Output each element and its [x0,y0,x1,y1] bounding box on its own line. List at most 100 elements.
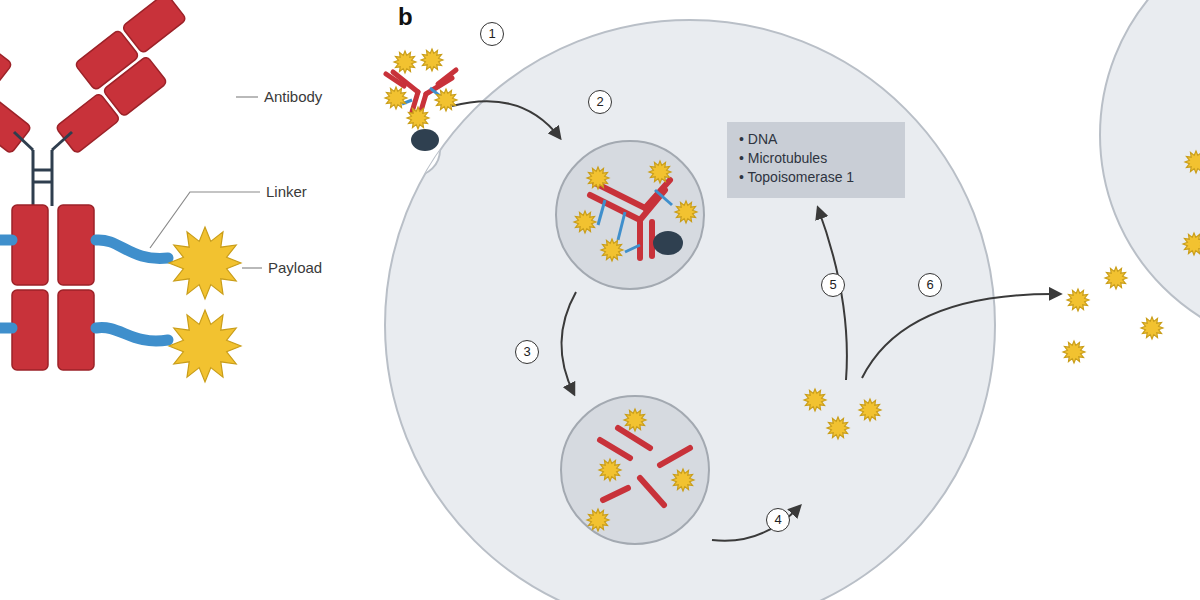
part-label: Antibody [264,88,322,105]
drawing-g [32,0,210,154]
drawing-line [637,220,643,258]
drawing-path [452,101,560,138]
payload-molecule [672,469,694,491]
drawing-line [655,190,672,205]
drawing-path [561,292,576,394]
payload-molecule [1183,233,1200,255]
drawing-line [618,428,650,448]
drawing-rect [0,29,13,90]
endosome [556,141,704,289]
drawing-ellipse [411,129,439,151]
drawing-rect [103,56,168,117]
drawing-line [386,74,404,86]
drawing-g [169,227,241,382]
target-list-box: • DNA• Microtubules• Topoisomerase 1 [727,122,905,198]
drawing-path [862,294,1060,378]
target-item: • Microtubules [739,149,891,168]
drawing-line [14,132,33,150]
drawing-g [0,0,55,154]
payload-molecule [169,227,241,299]
drawing-circle [561,396,709,544]
drawing-rect [55,93,120,154]
target-cell [385,20,995,600]
part-label: Payload [268,259,322,276]
drawing-path [712,506,800,541]
payload-molecule [587,509,609,531]
drawing-path [0,323,12,334]
callout-number: 4 [766,508,790,532]
drawing-path [96,328,168,342]
drawing-rect [58,205,94,285]
drawing-path [0,235,12,246]
drawing-path [818,208,847,380]
payload-molecule [804,389,826,411]
drawing-g [385,49,1200,531]
payload-molecule [599,459,621,481]
drawing-circle [388,124,440,176]
drawing-line [640,478,664,505]
drawing-line [33,181,52,184]
drawing-g [14,132,72,206]
drawing-line [618,212,625,240]
drawing-line [603,488,628,500]
leader-lines [150,97,262,268]
drawing-line [51,150,54,206]
drawing-circle [385,20,995,600]
drawing-line [660,448,690,465]
payload-molecule [601,239,623,261]
payload-molecule [1141,317,1163,339]
payload-molecule [407,107,429,129]
drawing-path [96,240,168,259]
callout-number: 2 [588,90,612,114]
drawing-circle [1100,0,1200,350]
callout-number: 5 [821,273,845,297]
drawing-line [32,150,35,206]
antibody [0,0,241,382]
payload-molecule [1185,151,1200,173]
drawing-line [598,200,605,225]
payload-molecule [169,310,241,382]
callout-number: 6 [918,273,942,297]
payload-molecule [587,167,609,189]
target-item: • Topoisomerase 1 [739,168,891,187]
payload-molecule [1067,289,1089,311]
drawing-circle [556,141,704,289]
drawing-g [402,88,440,104]
drawing-g [600,428,690,505]
panel-letter: b [398,3,413,31]
drawing-line [600,440,630,458]
payload-molecule [624,409,646,431]
drawing-rect [12,290,48,370]
payload-molecule [435,89,457,111]
drawing-ellipse [653,231,683,255]
drawing-line [438,70,456,84]
payload-molecule [1105,267,1127,289]
payload-molecule [827,417,849,439]
drawing-line [236,96,258,97]
drawing-polyline [150,192,260,248]
drawing-line [625,245,640,252]
drawing-rect [58,290,94,370]
callout-number: 1 [480,22,504,46]
drawing-g [12,205,94,370]
drawing-g [386,70,456,114]
payload-molecule [385,87,407,109]
drawing-rect [12,205,48,285]
payload-molecule [649,161,671,183]
target-item: • DNA [739,130,891,149]
payload-molecule [574,211,596,233]
payload-molecule [394,51,416,73]
payload-molecule [421,49,443,71]
part-label: Linker [266,183,307,200]
payload-molecule [1063,341,1085,363]
neighbour-cell [1100,0,1200,350]
drawing-g [0,240,168,341]
drawing-line [52,132,72,150]
drawing-line [242,267,262,268]
process-arrows [452,101,1060,541]
drawing-rect [122,0,187,54]
adc-binding [386,70,456,114]
lysosome [561,396,709,544]
payload-molecule [675,201,697,223]
